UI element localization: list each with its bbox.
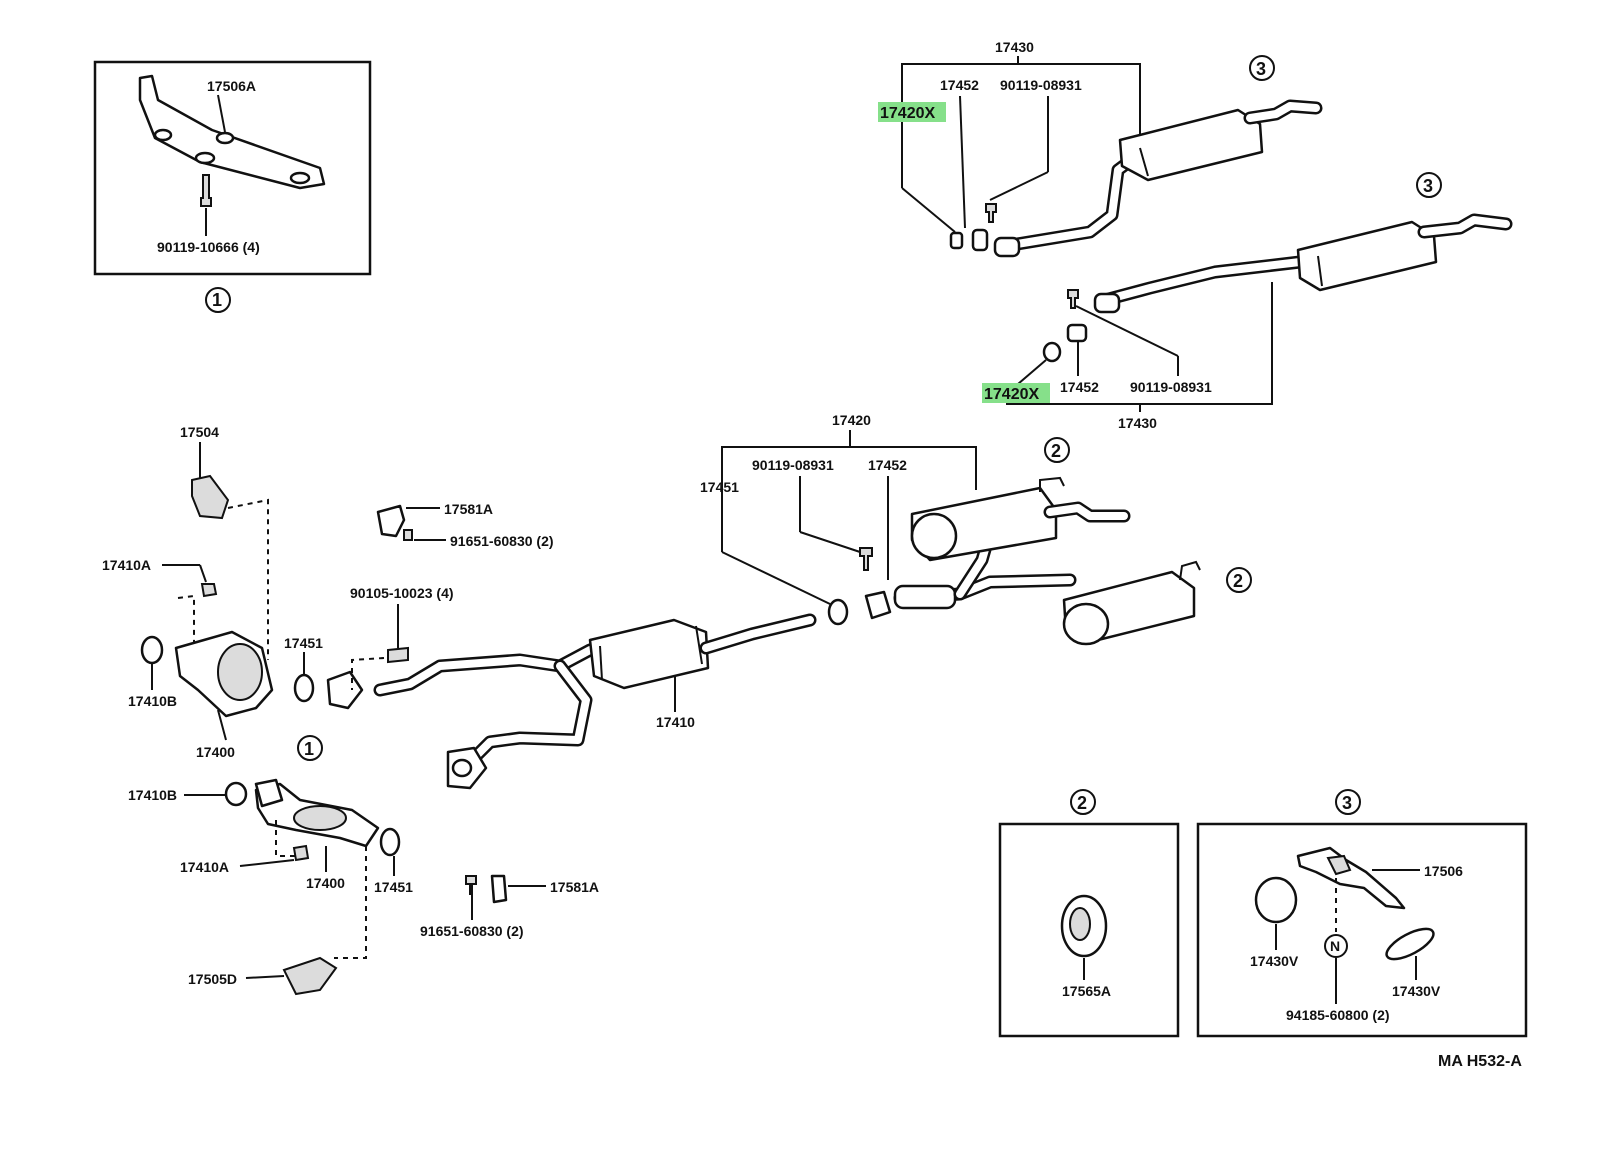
nut-17410A-upper[interactable] bbox=[200, 583, 218, 598]
label-17420X-bot[interactable]: 17420X bbox=[984, 386, 1039, 403]
label-17430-top: 17430 bbox=[995, 39, 1034, 55]
gasket-17451-c[interactable] bbox=[827, 598, 849, 626]
label-17581A-2: 17581A bbox=[550, 879, 599, 895]
label-90119-08931-top: 90119-08931 bbox=[1000, 77, 1082, 93]
label-90119-08931-mid: 90119-08931 bbox=[1130, 379, 1212, 395]
label-17506A: 17506A bbox=[207, 78, 256, 94]
bolt-90119-08931-top[interactable] bbox=[985, 203, 997, 223]
label-17581A-1: 17581A bbox=[444, 501, 493, 517]
front-pipe-group: 17410 17504 17581A 91651-60830 (2) 17410… bbox=[102, 424, 817, 996]
label-17565A: 17565A bbox=[1062, 983, 1111, 999]
bolt-90119-10666[interactable] bbox=[200, 174, 212, 207]
label-17452-c: 17452 bbox=[868, 457, 907, 473]
ref-3-a: 3 bbox=[1256, 59, 1266, 79]
rear-muffler-group-top: 17430 17420X 17452 90119-08931 3 bbox=[878, 39, 1323, 258]
gasket-17420X-mid[interactable] bbox=[1042, 341, 1062, 363]
label-17400-1: 17400 bbox=[196, 744, 235, 760]
label-91651-60830-2: 91651-60830 (2) bbox=[420, 923, 524, 939]
muffler-rear-mid[interactable] bbox=[1296, 220, 1438, 292]
label-17504: 17504 bbox=[180, 424, 219, 440]
label-17410B-2: 17410B bbox=[128, 787, 177, 803]
bolt-91651-60830-lower[interactable] bbox=[465, 875, 477, 895]
label-17410: 17410 bbox=[656, 714, 695, 730]
label-17420: 17420 bbox=[832, 412, 871, 428]
gasket-17420X-top[interactable] bbox=[949, 231, 964, 250]
label-94185-60800: 94185-60800 (2) bbox=[1286, 1007, 1390, 1023]
label-90119-08931-c: 90119-08931 bbox=[752, 457, 834, 473]
gasket-17410B-lower[interactable] bbox=[224, 781, 248, 807]
nut-94185-60800-symbol[interactable] bbox=[1324, 934, 1348, 958]
label-17400-2: 17400 bbox=[306, 875, 345, 891]
ref-1-mid: 1 bbox=[304, 739, 314, 759]
flange-17410-left[interactable] bbox=[326, 670, 364, 710]
diagram-code: MA H532-A bbox=[1438, 1053, 1522, 1070]
ref-2-a: 2 bbox=[1051, 441, 1061, 461]
label-17430-mid: 17430 bbox=[1118, 415, 1157, 431]
label-90119-10666: 90119-10666 (4) bbox=[157, 239, 260, 255]
hanger-17581A-upper[interactable] bbox=[376, 504, 406, 538]
label-17451-c: 17451 bbox=[700, 479, 739, 495]
inset-box-1: 17506A 90119-10666 (4) bbox=[93, 60, 372, 276]
gasket-17410B-upper[interactable] bbox=[140, 635, 164, 665]
ref-2-box: 2 bbox=[1077, 793, 1087, 813]
clamp-17452-mid[interactable] bbox=[1066, 323, 1088, 343]
label-17505D: 17505D bbox=[188, 971, 237, 987]
bracket-17506[interactable] bbox=[1296, 846, 1406, 910]
bolt-90119-08931-mid[interactable] bbox=[1067, 289, 1079, 309]
gasket-17430V-oval[interactable] bbox=[1382, 923, 1437, 965]
ref-3-box: 3 bbox=[1342, 793, 1352, 813]
insulator-17504[interactable] bbox=[191, 474, 230, 520]
insulator-17505D[interactable] bbox=[282, 956, 338, 996]
label-17430V-2: 17430V bbox=[1392, 983, 1441, 999]
label-17410A-2: 17410A bbox=[180, 859, 229, 875]
label-91651-60830-1: 91651-60830 (2) bbox=[450, 533, 554, 549]
ref-2-b: 2 bbox=[1233, 571, 1243, 591]
inset-box-2: 2 17565A bbox=[998, 789, 1180, 1038]
gasket-17451-upper[interactable] bbox=[293, 673, 315, 703]
clamp-17452-top[interactable] bbox=[971, 228, 989, 252]
label-17430V-1: 17430V bbox=[1250, 953, 1299, 969]
rear-muffler-group-mid: 3 17420X 17452 90119-08931 17430 bbox=[982, 172, 1513, 431]
label-17451-1: 17451 bbox=[284, 635, 323, 651]
ref-3-b: 3 bbox=[1423, 176, 1433, 196]
muffler-rear-top[interactable] bbox=[1118, 108, 1264, 182]
bolt-90119-08931-c[interactable] bbox=[859, 547, 873, 571]
front-muffler-17410[interactable] bbox=[588, 618, 710, 690]
highlight-17420X-bot bbox=[982, 383, 1050, 403]
ref-1-top: 1 bbox=[212, 290, 222, 310]
label-17506: 17506 bbox=[1424, 863, 1463, 879]
gasket-17451-lower[interactable] bbox=[379, 827, 401, 857]
label-17452-top: 17452 bbox=[940, 77, 979, 93]
label-17410B-1: 17410B bbox=[128, 693, 177, 709]
label-17451-2: 17451 bbox=[374, 879, 413, 895]
label-90105-10023: 90105-10023 (4) bbox=[350, 585, 454, 601]
label-17420X-top[interactable]: 17420X bbox=[880, 105, 935, 122]
gasket-17430V-ring[interactable] bbox=[1254, 876, 1298, 924]
nut-17410A-lower[interactable] bbox=[292, 844, 310, 862]
clamp-17452-c[interactable] bbox=[864, 590, 892, 620]
label-17452-mid: 17452 bbox=[1060, 379, 1099, 395]
highlight-17420X-top bbox=[878, 102, 946, 122]
label-17410A-1: 17410A bbox=[102, 557, 151, 573]
nut-symbol-label: N bbox=[1330, 938, 1340, 954]
inset-box-3: 3 17506 17430V 17430V N 94185-60800 (2) bbox=[1196, 789, 1528, 1038]
bolt-91651-60830-upper[interactable] bbox=[403, 529, 413, 541]
center-pipe-group: 17420 90119-08931 17452 17451 2 2 bbox=[700, 412, 1252, 646]
bracket-17506A[interactable] bbox=[138, 74, 326, 190]
bolt-90105-10023[interactable] bbox=[387, 646, 409, 664]
hanger-17581A-lower[interactable] bbox=[490, 874, 508, 904]
